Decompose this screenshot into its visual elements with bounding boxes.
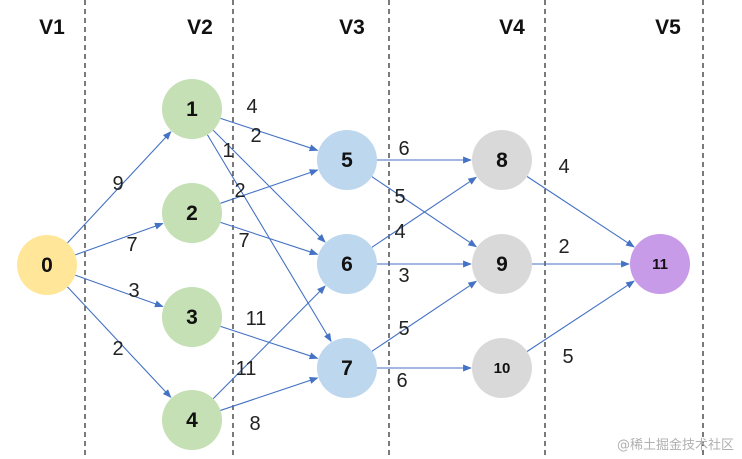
edge-weight-label: 5: [394, 186, 405, 208]
edge-0-4: [67, 286, 172, 399]
edge-1-5: [220, 117, 319, 152]
edge-weight-label: 3: [398, 265, 409, 287]
node-6: 6: [317, 234, 377, 294]
node-0: 0: [17, 235, 77, 295]
node-3: 3: [162, 287, 222, 347]
node-label: 0: [41, 254, 53, 277]
node-label: 6: [341, 253, 353, 276]
edge-10-11: [526, 280, 635, 352]
edge-weight-label: 7: [238, 230, 249, 252]
edge-weight-label: 11: [236, 358, 257, 380]
node-label: 9: [496, 253, 508, 276]
edge-2-6: [220, 221, 319, 256]
layer-label: V5: [655, 16, 681, 39]
node-1: 1: [162, 79, 222, 139]
node-label: 1: [186, 98, 198, 121]
edge-weight-label: 4: [558, 156, 569, 178]
edge-weight-label: 4: [394, 221, 405, 243]
layer-label: V3: [339, 16, 365, 39]
edge-weight-label: 1: [222, 140, 233, 162]
node-label: 11: [652, 256, 668, 273]
node-7: 7: [317, 338, 377, 398]
edge-8-11: [526, 176, 635, 248]
edge-weight-label: 2: [250, 125, 261, 147]
watermark: @稀土掘金技术社区: [616, 438, 734, 453]
edge-2-5: [220, 169, 319, 204]
edge-0-3: [75, 274, 164, 308]
edge-0-2: [75, 222, 164, 256]
edge-weight-label: 4: [246, 96, 257, 118]
layer-label: V2: [187, 16, 213, 39]
node-label: 2: [186, 202, 198, 225]
node-label: 5: [341, 149, 353, 172]
layer-label: V4: [499, 16, 525, 39]
node-10: 10: [472, 338, 532, 398]
edge-weight-label: 7: [126, 234, 137, 256]
edge-4-7: [220, 377, 319, 411]
node-2: 2: [162, 183, 222, 243]
edge-weight-label: 8: [249, 413, 260, 435]
node-label: 10: [494, 360, 511, 377]
node-4: 4: [162, 390, 222, 450]
node-5: 5: [317, 130, 377, 190]
edge-weight-label: 2: [112, 338, 123, 360]
node-label: 7: [341, 357, 353, 380]
edge-weight-label: 9: [112, 173, 123, 195]
edge-0-1: [67, 131, 172, 244]
node-label: 3: [186, 306, 198, 329]
edge-4-6: [212, 285, 326, 400]
edge-weight-label: 5: [562, 346, 573, 368]
edge-7-9: [371, 280, 477, 352]
layer-label: V1: [39, 16, 65, 39]
edge-weight-label: 2: [234, 180, 245, 202]
node-11: 11: [630, 234, 690, 294]
edge-weight-label: 3: [128, 280, 139, 302]
edge-weight-label: 2: [558, 236, 569, 258]
node-9: 9: [472, 234, 532, 294]
edge-weight-label: 11: [246, 308, 267, 330]
edge-6-8: [371, 176, 477, 248]
edge-weight-label: 5: [398, 318, 409, 340]
node-8: 8: [472, 130, 532, 190]
node-label: 4: [186, 409, 198, 432]
edge-weight-label: 6: [398, 138, 409, 160]
node-label: 8: [496, 149, 508, 172]
edge-weight-label: 6: [396, 370, 407, 392]
